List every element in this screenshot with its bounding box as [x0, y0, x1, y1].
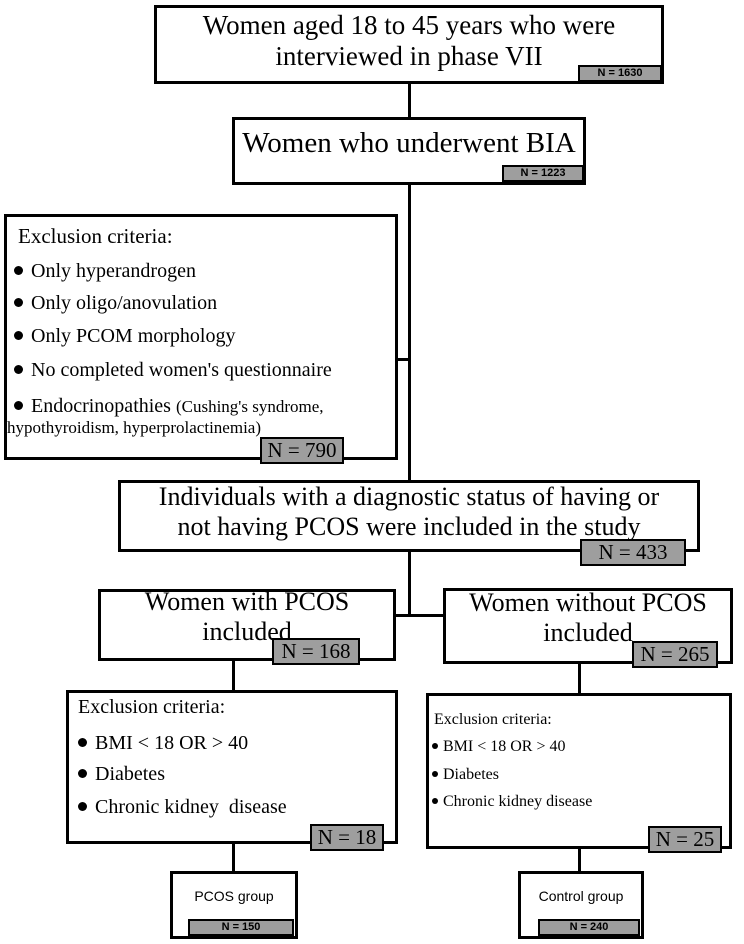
non-pcos-included-line2: included — [543, 618, 633, 647]
exclusion-item: No completed women's questionnaire — [14, 358, 332, 382]
exclusion-criteria-box — [4, 214, 398, 460]
interviewed-women-line1: Women aged 18 to 45 years who were — [202, 10, 616, 40]
connector-line — [232, 661, 235, 690]
control-exclusion-item-text: Diabetes — [443, 766, 499, 783]
control-exclusion-item-text: Chronic kidney disease — [443, 793, 593, 810]
exclusion-criteria-heading: Exclusion criteria: — [18, 224, 173, 248]
pcos-exclusion-heading: Exclusion criteria: — [78, 696, 226, 718]
bia-title: Women who underwent BIA — [242, 127, 576, 159]
exclusion-item: Only PCOM morphology — [14, 324, 235, 348]
non-pcos-included-count: N = 265 — [632, 641, 718, 668]
exclusion-item-detail-line2: hypothyroidism, hyperprolactinemia) — [7, 418, 261, 437]
connector-line — [578, 664, 581, 693]
control-group-label: Control group — [538, 888, 624, 904]
control-exclusion-item-text: BMI < 18 OR > 40 — [443, 738, 566, 755]
exclusion-criteria-count: N = 790 — [260, 437, 344, 464]
pcos-group-count: N = 150 — [188, 919, 294, 936]
control-exclusion-box — [426, 693, 732, 849]
control-exclusion-item: BMI < 18 OR > 40 — [432, 737, 566, 757]
pcos-included-line1: Women with PCOS — [144, 587, 350, 616]
bia-count: N = 1223 — [502, 165, 584, 182]
exclusion-item: Only hyperandrogen — [14, 259, 196, 283]
pcos-exclusion-box — [66, 690, 398, 844]
non-pcos-included-line1: Women without PCOS — [469, 588, 707, 617]
bullet-icon — [14, 330, 23, 340]
connector-line — [396, 614, 444, 617]
bullet-icon — [78, 768, 87, 778]
pcos-group-label: PCOS group — [194, 888, 274, 904]
connector-line — [578, 849, 581, 871]
bullet-icon — [14, 400, 23, 410]
exclusion-item-text: No completed women's questionnaire — [31, 359, 332, 381]
pcos-exclusion-count: N = 18 — [310, 824, 384, 851]
connector-line — [232, 844, 235, 871]
included-individuals-line1: Individuals with a diagnostic status of … — [158, 482, 660, 511]
exclusion-item-detail: (Cushing's syndrome, — [175, 397, 324, 416]
control-group-count: N = 240 — [538, 919, 640, 936]
bullet-icon — [432, 743, 438, 750]
interviewed-women-count: N = 1630 — [578, 65, 662, 82]
bullet-icon — [432, 798, 438, 805]
included-individuals-count: N = 433 — [580, 539, 686, 566]
interviewed-women-box — [154, 5, 664, 84]
exclusion-item: Only oligo/anovulation — [14, 291, 217, 315]
included-individuals-line2: not having PCOS were included in the stu… — [177, 512, 641, 541]
pcos-exclusion-item-text: Chronic kidney disease — [95, 796, 287, 818]
pcos-exclusion-item-text: Diabetes — [95, 763, 165, 785]
exclusion-item-text: Only hyperandrogen — [31, 260, 196, 282]
pcos-exclusion-item-text: BMI < 18 OR > 40 — [95, 732, 249, 754]
interviewed-women-line2: interviewed in phase VII — [275, 41, 543, 71]
pcos-exclusion-item: Chronic kidney disease — [78, 795, 287, 819]
exclusion-item-text: Endocrinopathies — [31, 395, 171, 417]
control-exclusion-item: Chronic kidney disease — [432, 792, 592, 812]
connector-line — [396, 358, 410, 361]
bullet-icon — [14, 364, 23, 374]
connector-line — [408, 552, 411, 616]
exclusion-item: Endocrinopathies (Cushing's syndrome, — [14, 394, 324, 419]
exclusion-item-text: Only oligo/anovulation — [31, 292, 218, 314]
bullet-icon — [432, 771, 438, 778]
pcos-included-count: N = 168 — [272, 638, 360, 665]
pcos-exclusion-item: BMI < 18 OR > 40 — [78, 731, 248, 755]
connector-line — [408, 84, 411, 117]
bullet-icon — [78, 801, 87, 811]
connector-line — [408, 185, 411, 480]
control-exclusion-heading: Exclusion criteria: — [434, 711, 552, 728]
bullet-icon — [14, 265, 23, 275]
exclusion-item-text: Only PCOM morphology — [31, 325, 236, 347]
bullet-icon — [78, 737, 87, 747]
control-exclusion-item: Diabetes — [432, 765, 499, 785]
control-exclusion-count: N = 25 — [648, 826, 722, 853]
pcos-exclusion-item: Diabetes — [78, 762, 165, 786]
bullet-icon — [14, 297, 23, 307]
